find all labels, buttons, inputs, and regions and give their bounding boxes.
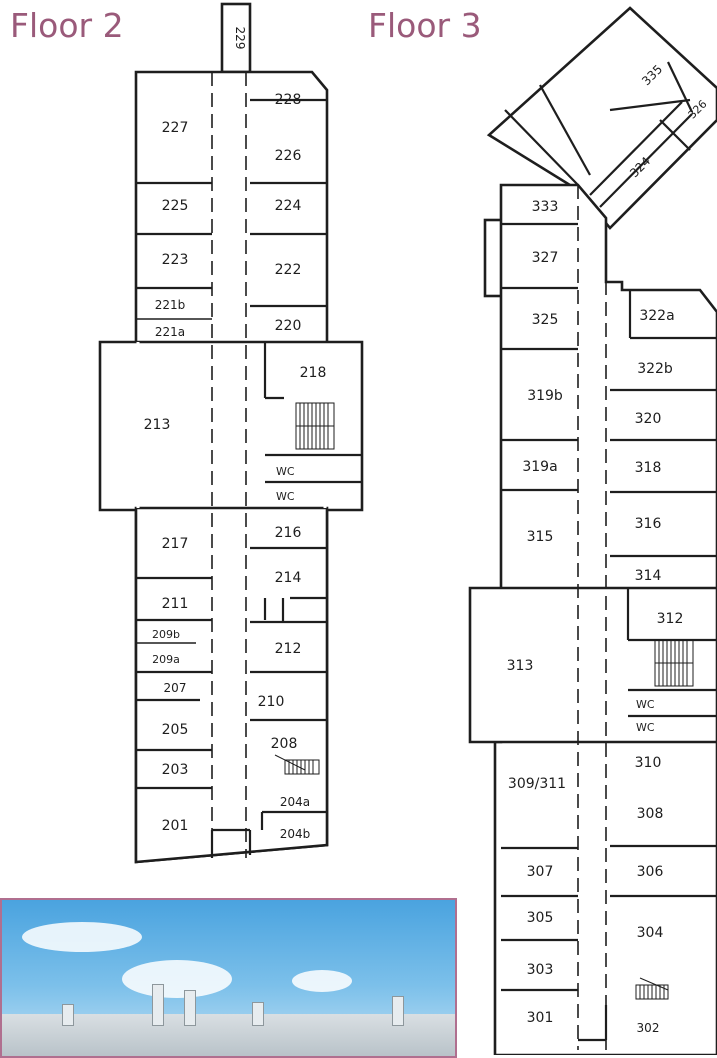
room-325: 325 xyxy=(532,312,559,328)
chimney xyxy=(62,1004,74,1026)
floor-2-wing-lower xyxy=(134,506,329,864)
room-209a: 209a xyxy=(152,653,180,666)
wc-3a: WC xyxy=(636,698,655,711)
room-309-311: 309/311 xyxy=(508,776,566,792)
room-318: 318 xyxy=(635,460,662,476)
room-315: 315 xyxy=(527,529,554,545)
room-229: 229 xyxy=(233,27,247,50)
room-201: 201 xyxy=(162,818,189,834)
room-226: 226 xyxy=(275,148,302,164)
room-316: 316 xyxy=(635,516,662,532)
room-213: 213 xyxy=(144,417,171,433)
room-304: 304 xyxy=(637,925,664,941)
room-203: 203 xyxy=(162,762,189,778)
floor-2-title: Floor 2 xyxy=(10,6,124,45)
building-photo xyxy=(0,898,457,1058)
room-216: 216 xyxy=(275,525,302,541)
room-305: 305 xyxy=(527,910,554,926)
cloud xyxy=(22,922,142,952)
floor-2-plan: 229 228 227 226 225 224 223 222 221b 221… xyxy=(98,2,364,864)
room-225: 225 xyxy=(162,198,189,214)
room-223: 223 xyxy=(162,252,189,268)
floor-3-title: Floor 3 xyxy=(368,6,482,45)
room-221a: 221a xyxy=(155,325,185,339)
cloud xyxy=(122,960,232,998)
room-319b: 319b xyxy=(527,388,563,404)
room-205: 205 xyxy=(162,722,189,738)
room-313: 313 xyxy=(507,658,534,674)
wc-2a: WC xyxy=(276,465,295,478)
floor-3-wing-middle xyxy=(468,586,717,744)
room-312: 312 xyxy=(657,611,684,627)
room-303: 303 xyxy=(527,962,554,978)
room-301: 301 xyxy=(527,1010,554,1026)
room-221b: 221b xyxy=(155,298,186,312)
chimney xyxy=(152,984,164,1026)
chimney xyxy=(184,990,196,1026)
room-214: 214 xyxy=(275,570,302,586)
room-310: 310 xyxy=(635,755,662,771)
building-roof xyxy=(2,1014,455,1056)
room-306: 306 xyxy=(637,864,664,880)
room-220: 220 xyxy=(275,318,302,334)
cloud xyxy=(292,970,352,992)
room-308: 308 xyxy=(637,806,664,822)
room-322a: 322a xyxy=(639,308,674,324)
room-207: 207 xyxy=(164,681,187,695)
floor-3-plan: 335 326 324 333 327 325 322a 322b 319b 3… xyxy=(468,6,717,1055)
room-209b: 209b xyxy=(152,628,180,641)
wc-3b: WC xyxy=(636,721,655,734)
room-314: 314 xyxy=(635,568,662,584)
room-228: 228 xyxy=(275,92,302,108)
room-227: 227 xyxy=(162,120,189,136)
room-208: 208 xyxy=(271,736,298,752)
room-319a: 319a xyxy=(522,459,557,475)
wc-2b: WC xyxy=(276,490,295,503)
room-204a: 204a xyxy=(280,795,310,809)
room-211: 211 xyxy=(162,596,189,612)
room-327: 327 xyxy=(532,250,559,266)
room-217: 217 xyxy=(162,536,189,552)
room-212: 212 xyxy=(275,641,302,657)
room-307: 307 xyxy=(527,864,554,880)
room-302: 302 xyxy=(637,1021,660,1035)
room-320: 320 xyxy=(635,411,662,427)
chimney xyxy=(392,996,404,1026)
room-322b: 322b xyxy=(637,361,673,377)
room-222: 222 xyxy=(275,262,302,278)
room-204b: 204b xyxy=(280,827,311,841)
room-224: 224 xyxy=(275,198,302,214)
floor-2-wing-middle xyxy=(98,340,364,512)
chimney xyxy=(252,1002,264,1026)
room-210: 210 xyxy=(258,694,285,710)
floor-3-angled-wing xyxy=(486,6,717,230)
room-333: 333 xyxy=(532,199,559,215)
room-218: 218 xyxy=(300,365,327,381)
